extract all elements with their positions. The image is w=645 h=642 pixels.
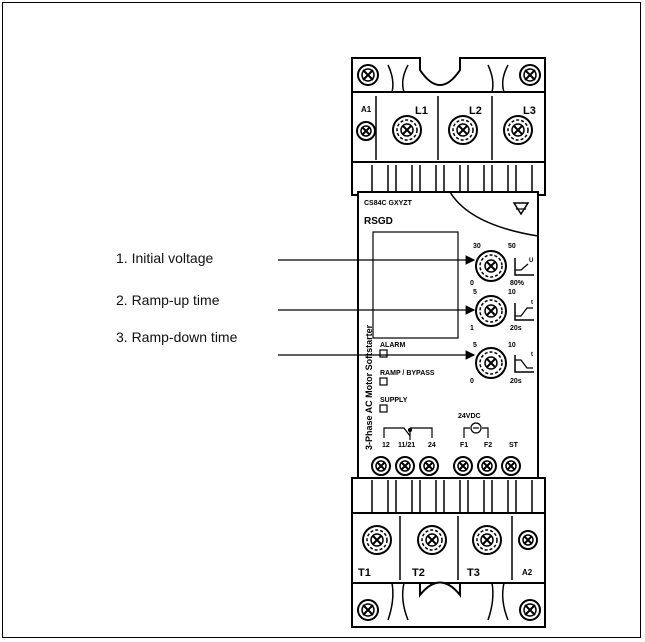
relay-terminal-11-21: 11/21 bbox=[398, 442, 415, 449]
terminal-screw-icon bbox=[371, 456, 391, 476]
svg-text:1: 1 bbox=[470, 325, 474, 332]
dial-ramp-up-time[interactable]: 5 10 1 20s t bbox=[470, 289, 534, 332]
terminal-screw-icon bbox=[503, 115, 533, 145]
control-terminal-f2: F2 bbox=[484, 442, 492, 449]
terminal-screw-icon bbox=[392, 115, 422, 145]
terminal-screw-icon bbox=[472, 525, 502, 555]
led-alarm: ALARM bbox=[379, 342, 405, 358]
relay-terminal-12: 12 bbox=[382, 442, 390, 449]
svg-text:20s: 20s bbox=[510, 378, 522, 385]
svg-text:SUPPLY: SUPPLY bbox=[380, 397, 408, 404]
dial-knob-icon[interactable] bbox=[475, 250, 507, 282]
dial-knob-icon[interactable] bbox=[475, 295, 507, 327]
terminal-screw-icon bbox=[518, 530, 538, 550]
terminal-screw-icon bbox=[501, 456, 521, 476]
svg-text:80%: 80% bbox=[510, 280, 525, 287]
model-label: RSGD bbox=[364, 216, 393, 227]
svg-text:5: 5 bbox=[473, 289, 477, 296]
svg-text:ALARM: ALARM bbox=[380, 342, 405, 349]
label-area bbox=[372, 231, 459, 339]
svg-text:30: 30 bbox=[473, 243, 481, 250]
part-code: CS84C GXYZT bbox=[364, 200, 413, 207]
svg-text:t: t bbox=[531, 352, 533, 358]
terminal-label-t3: T3 bbox=[467, 567, 480, 579]
control-terminal-st: ST bbox=[509, 442, 519, 449]
svg-text:RAMP / BYPASS: RAMP / BYPASS bbox=[380, 370, 435, 377]
bottom-terminal-block: T1 T2 T3 A2 bbox=[358, 516, 538, 580]
terminal-screw-icon bbox=[362, 525, 392, 555]
mount-screw-icon bbox=[519, 64, 541, 86]
terminal-screw-icon bbox=[448, 115, 478, 145]
callout-ramp-up-time: 2. Ramp-up time bbox=[116, 292, 220, 308]
control-supply-label: 24VDC bbox=[458, 413, 481, 420]
svg-text:5: 5 bbox=[473, 342, 477, 349]
callout-ramp-down-time: 3. Ramp-down time bbox=[116, 329, 238, 345]
terminal-screw-icon bbox=[417, 525, 447, 555]
svg-text:0: 0 bbox=[470, 378, 474, 385]
dial-knob-icon[interactable] bbox=[475, 347, 507, 379]
svg-text:10: 10 bbox=[508, 289, 516, 296]
terminal-label-l3: L3 bbox=[523, 105, 536, 117]
mount-screw-icon bbox=[519, 599, 541, 621]
terminal-label-t1: T1 bbox=[358, 567, 371, 579]
terminal-screw-icon bbox=[477, 456, 497, 476]
mount-screw-icon bbox=[357, 64, 379, 86]
control-supply-symbol bbox=[463, 422, 489, 438]
dial-initial-voltage[interactable]: 30 50 0 80% U bbox=[470, 243, 534, 287]
svg-text:0: 0 bbox=[470, 280, 474, 287]
control-terminal-f1: F1 bbox=[460, 442, 468, 449]
terminal-label-a1: A1 bbox=[361, 105, 372, 114]
svg-text:10: 10 bbox=[508, 342, 516, 349]
relay-terminal-24: 24 bbox=[428, 442, 436, 449]
front-panel: CS84C GXYZT RSGD 3-Phase AC Motor Softst… bbox=[364, 191, 539, 450]
terminal-label-l2: L2 bbox=[469, 105, 482, 117]
led-ramp-bypass: RAMP / BYPASS bbox=[379, 370, 435, 386]
terminal-label-l1: L1 bbox=[415, 105, 428, 117]
terminal-screw-icon bbox=[356, 121, 376, 141]
terminal-screw-icon bbox=[453, 456, 473, 476]
mount-screw-icon bbox=[357, 599, 379, 621]
callout-initial-voltage: 1. Initial voltage bbox=[116, 250, 214, 266]
terminal-screw-icon bbox=[395, 456, 415, 476]
relay-contact-symbol bbox=[383, 427, 433, 440]
svg-text:20s: 20s bbox=[510, 325, 522, 332]
top-terminal-block: A1 L1 L2 L3 bbox=[356, 96, 536, 160]
dial-ramp-down-time[interactable]: 5 10 0 20s t bbox=[470, 342, 534, 385]
svg-text:U: U bbox=[529, 258, 533, 264]
terminal-screw-icon bbox=[419, 456, 439, 476]
terminal-label-a2: A2 bbox=[522, 568, 533, 577]
svg-text:t: t bbox=[531, 300, 533, 306]
svg-text:50: 50 bbox=[508, 243, 516, 250]
led-supply: SUPPLY bbox=[379, 397, 408, 413]
side-label: 3-Phase AC Motor Softstarter bbox=[364, 324, 374, 450]
terminal-label-t2: T2 bbox=[412, 567, 425, 579]
